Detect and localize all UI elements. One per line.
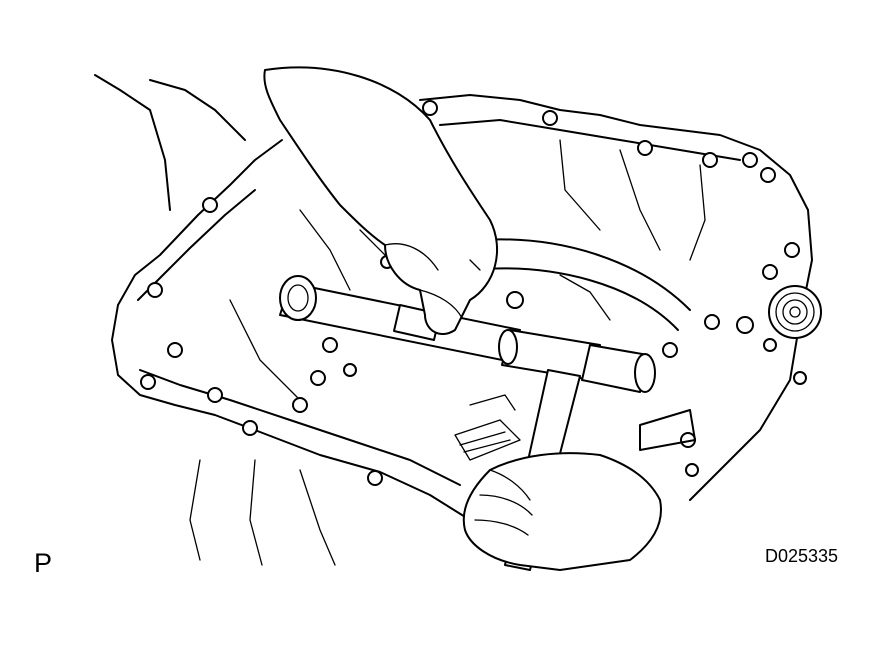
figure-code: D025335	[765, 546, 839, 566]
transmission-case	[94, 74, 813, 566]
lower-hand	[462, 452, 662, 571]
output-gear	[768, 285, 822, 339]
drum	[469, 238, 696, 451]
valve-body	[454, 394, 521, 461]
case-bolt-holes	[140, 100, 807, 527]
figure-marker-letter: P	[34, 548, 53, 578]
upper-hand	[263, 66, 499, 335]
